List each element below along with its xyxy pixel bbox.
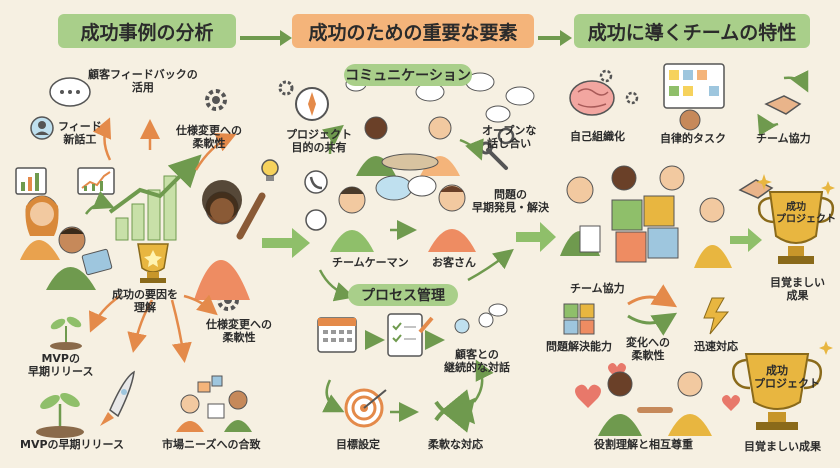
trophy-top-icon: [757, 191, 835, 264]
line-chart-icon: [77, 167, 115, 195]
label-shared-goal: プロジェクト 目的の共有: [286, 128, 352, 154]
trophy-bottom-icon: [732, 353, 822, 430]
communication-heading: コミュニケーション: [344, 64, 472, 86]
label-flexible: 柔軟な対応: [428, 438, 483, 451]
label-result-bottom: 目覚ましい成果: [744, 440, 821, 453]
sprout-icon: [50, 316, 82, 350]
checklist-icon: [387, 313, 434, 357]
label-change-flex: 変化への 柔軟性: [626, 336, 670, 362]
task-board-icon: [663, 63, 725, 131]
calendar-icon: [317, 317, 357, 353]
lightbulb-icon: [261, 159, 279, 181]
mini-puzzle-icon: [563, 303, 595, 335]
puzzle-team-illustration: [560, 165, 732, 268]
label-mvp-early: MVPの 早期リリース: [28, 352, 94, 378]
analysis-banner: 成功事例の分析: [58, 14, 236, 48]
label-feedback-use: 顧客フィードバックの 活用: [88, 68, 198, 94]
elements-banner: 成功のための重要な要素: [292, 14, 534, 48]
trophy-icon: [137, 243, 169, 283]
analyst-woman-illustration: [20, 195, 60, 260]
rocket-icon: [100, 370, 135, 426]
label-result-top: 目覚ましい 成果: [770, 276, 825, 302]
section-arrow-left: [262, 228, 310, 258]
sparkle-icon: [756, 174, 835, 355]
section-arrow-right: [516, 222, 556, 252]
section-arrow-trophy: [730, 228, 762, 252]
flexible-arrows-icon: [434, 389, 476, 433]
label-autonomous: 自律的タスク: [660, 132, 726, 145]
compass-icon: [295, 87, 329, 121]
target-icon: [344, 388, 387, 428]
middle-flow-arrows: [318, 124, 514, 422]
meeting-people-illustration: [356, 116, 460, 176]
lightning-icon: [703, 297, 730, 335]
chat-bubble-icon: [49, 77, 91, 107]
banner-arrow-1: [240, 30, 292, 46]
growth-chart-illustration: [108, 154, 202, 241]
label-market-fit: 市場ニーズへの合致: [162, 438, 261, 451]
team-member-illustration: [330, 186, 374, 252]
label-feedback-loop: フィード 新話工: [58, 120, 102, 146]
label-quick-response: 迅速対応: [694, 340, 738, 353]
label-collab-top: チーム協力: [756, 132, 811, 145]
label-early-detect: 問題の 早期発見・解決: [472, 188, 549, 214]
brain-icon: [569, 69, 639, 116]
label-problem-solving: 問題解決能力: [546, 340, 612, 353]
label-goal-setting: 目標設定: [336, 438, 380, 451]
user-icon: [30, 116, 54, 140]
change-arrows-icon: [627, 284, 678, 336]
customer-dialog-icon: [454, 303, 508, 334]
label-continuous-talk: 顧客との 継続的な対話: [444, 348, 510, 374]
label-team-member: チームケーマン: [332, 256, 409, 269]
label-roles: 役割理解と相互尊重: [594, 438, 693, 451]
hearts-icon: [575, 363, 740, 411]
traits-banner: 成功に導くチームの特性: [574, 14, 810, 48]
left-flow-arrows: [84, 117, 237, 363]
central-chat-bubble-icon: [375, 175, 437, 201]
process-heading: プロセス管理: [348, 284, 458, 306]
label-success-factors: 成功の要因を 理解: [112, 288, 178, 314]
label-mvp-release: MVPの早期リリース: [20, 438, 124, 451]
analyst-man-illustration: [46, 226, 113, 290]
label-customer: お客さん: [432, 256, 476, 269]
bar-chart-icon: [15, 167, 47, 195]
banner-arrow-2: [538, 30, 572, 46]
trophy-bottom-text: 成功 プロジェクト: [754, 364, 820, 390]
trophy-top-text: 成功 プロジェクト: [776, 202, 836, 225]
phone-icon: [304, 170, 328, 231]
wrench-icon: [479, 127, 515, 170]
label-self-org: 自己組織化: [570, 130, 625, 143]
label-open-talk: オープンな 話し合い: [482, 124, 537, 150]
market-people-illustration: [176, 375, 252, 432]
presenter-woman-illustration: [194, 180, 266, 300]
customer-illustration: [428, 184, 476, 252]
respect-people-illustration: [598, 371, 712, 436]
sprout-large-icon: [36, 393, 84, 438]
label-spec-flex-top: 仕様変更への 柔軟性: [176, 124, 242, 150]
label-collab-mid: チーム協力: [570, 282, 625, 295]
label-spec-flex-bottom: 仕様変更への 柔軟性: [206, 318, 272, 344]
